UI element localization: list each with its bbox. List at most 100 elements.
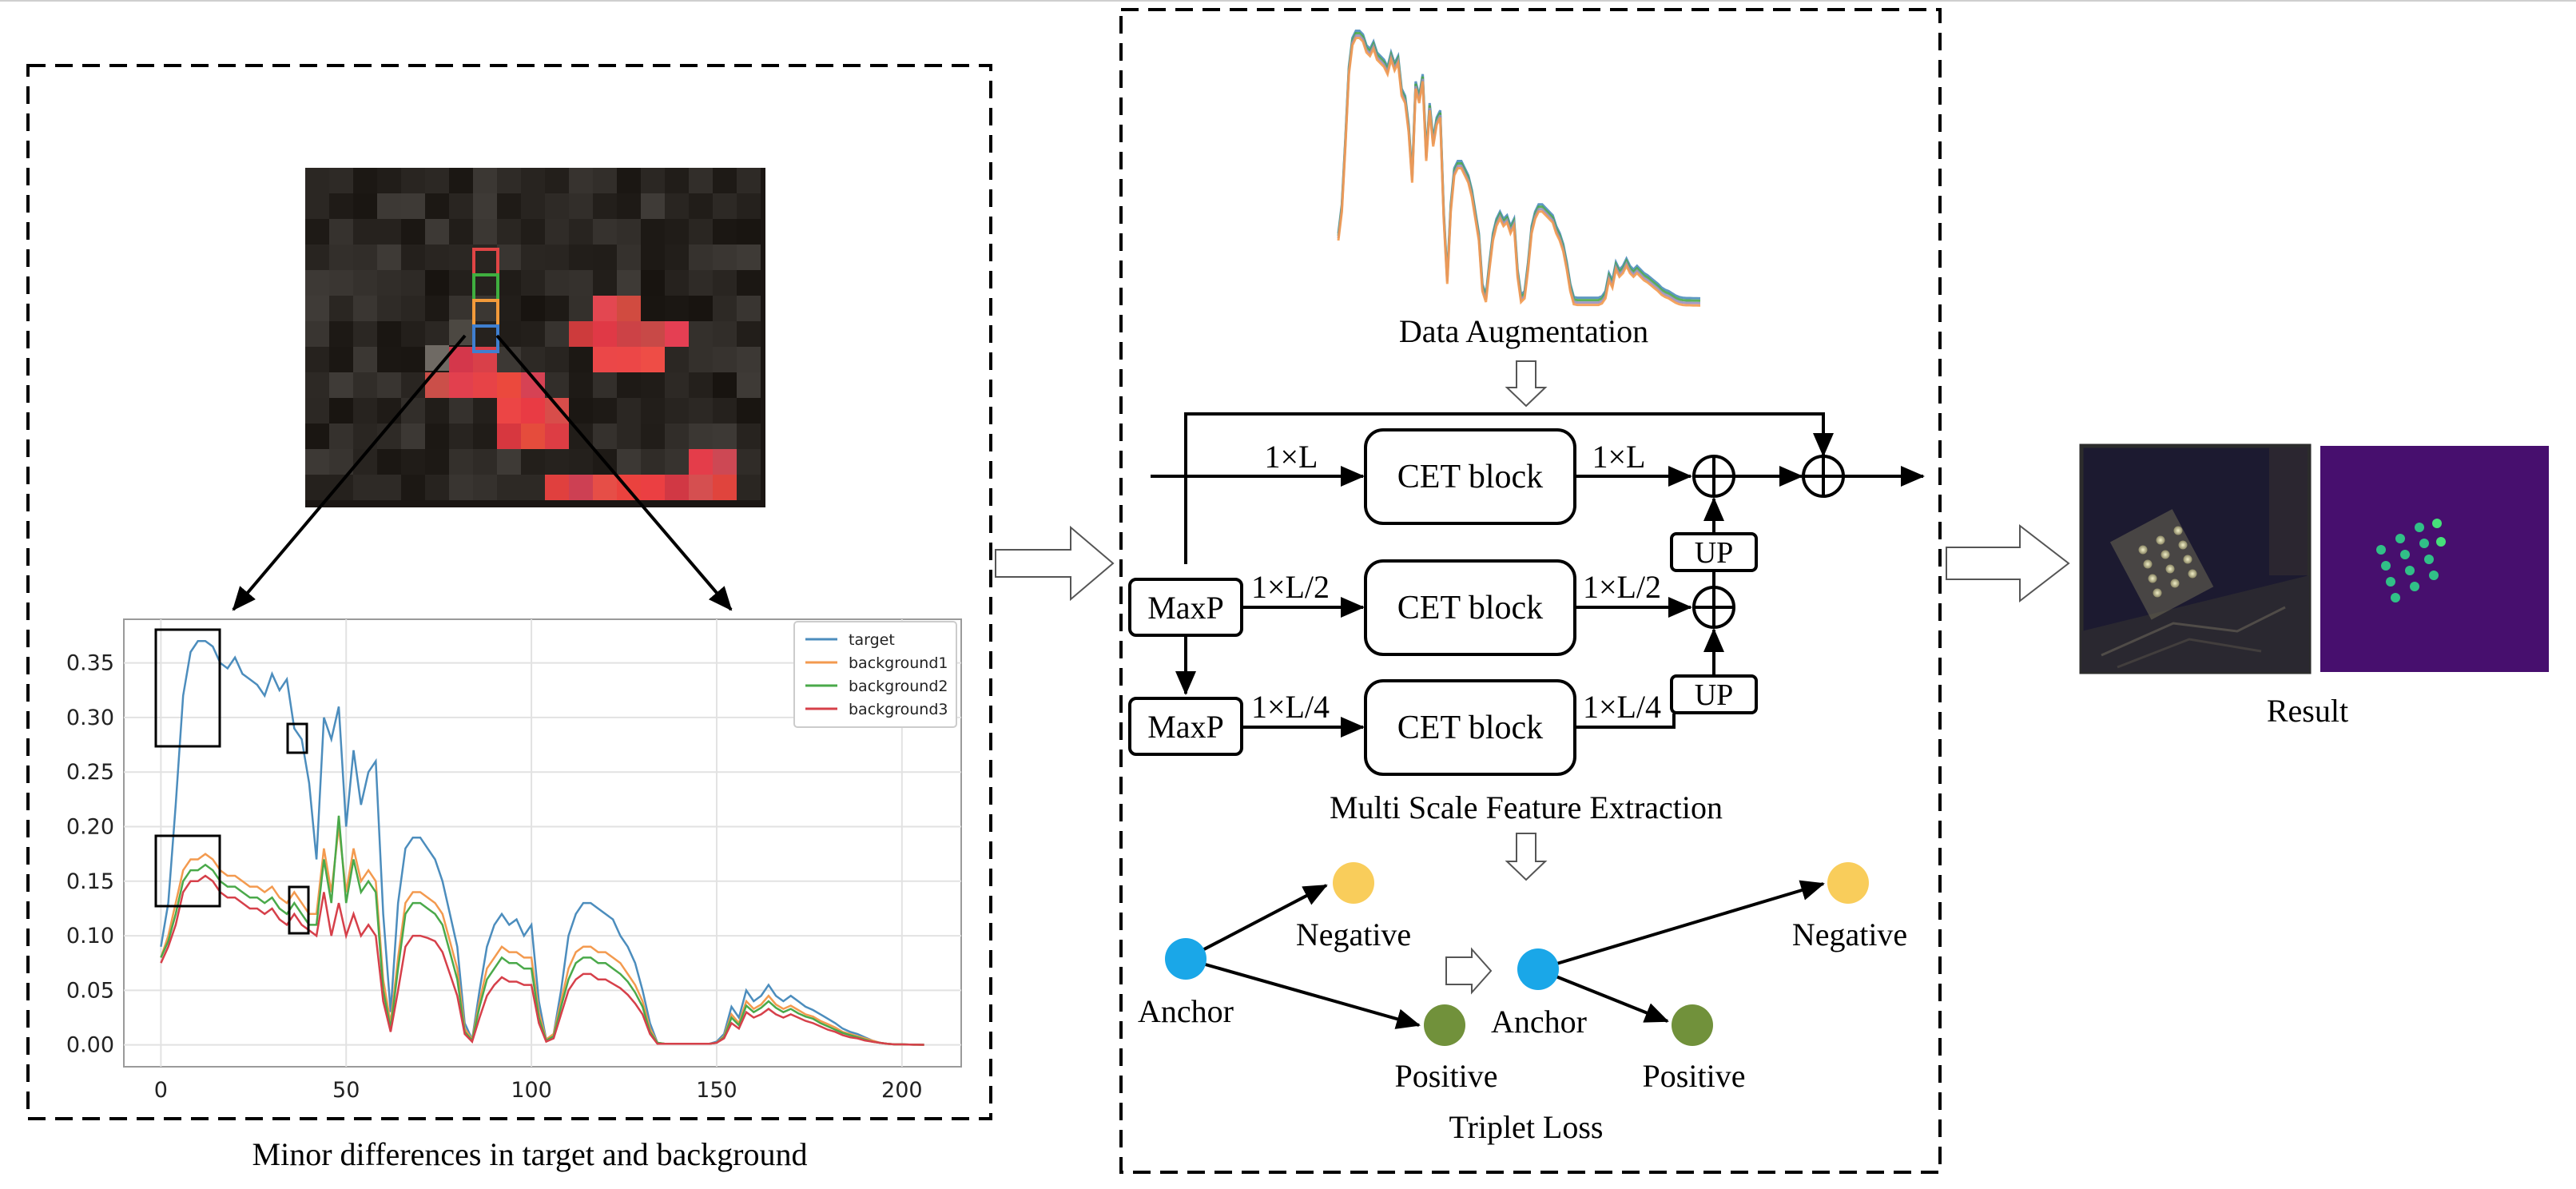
background-dip-highlight bbox=[288, 885, 310, 935]
led-dot bbox=[2138, 545, 2148, 555]
sum-node-1 bbox=[1692, 455, 1735, 498]
legend-label: background1 bbox=[849, 654, 948, 672]
target-peak-highlight bbox=[154, 628, 221, 748]
down-hollow-arrow-msfe bbox=[1505, 833, 1548, 881]
triplet-loss-label: Triplet Loss bbox=[1449, 1109, 1603, 1145]
target-dip-highlight bbox=[286, 722, 308, 754]
cet-3-output-line bbox=[1575, 714, 1676, 729]
led-dot bbox=[2183, 555, 2192, 564]
hollow-arrow-left-to-middle bbox=[995, 525, 1115, 602]
maxpool-box-2: MaxP bbox=[1128, 697, 1243, 756]
negative-label-after: Negative bbox=[1792, 917, 1907, 952]
positive-node-before bbox=[1424, 1004, 1465, 1046]
upsample-1-label: UP bbox=[1695, 536, 1734, 570]
msfe-label: Multi Scale Feature Extraction bbox=[1330, 789, 1723, 825]
result-detection-heatmap bbox=[2320, 446, 2549, 672]
y-tick-label: 0.30 bbox=[66, 706, 114, 730]
chart-legend: target background1 background2 background3 bbox=[793, 621, 957, 728]
detection-spot bbox=[2415, 523, 2424, 532]
dim-label-half-in: 1×L/2 bbox=[1251, 569, 1330, 605]
y-tick-label: 0.15 bbox=[66, 869, 114, 894]
legend-label: target bbox=[849, 631, 895, 649]
multi-scale-network: 1×L CET block 1×L UP bbox=[1128, 412, 1925, 776]
detection-spot bbox=[2391, 593, 2400, 602]
maxpool-box-1: MaxP bbox=[1128, 578, 1243, 637]
augmented-spectra-plot bbox=[1337, 30, 1701, 307]
anchor-label-before: Anchor bbox=[1138, 993, 1234, 1029]
dim-label-quarter-in: 1×L/4 bbox=[1251, 689, 1330, 725]
detection-spot bbox=[2386, 577, 2395, 587]
cet-block-3-label: CET block bbox=[1397, 710, 1543, 746]
anchor-label-after: Anchor bbox=[1491, 1004, 1587, 1040]
dim-label-half-out: 1×L/2 bbox=[1583, 569, 1661, 605]
led-dot bbox=[2173, 526, 2183, 535]
led-dot bbox=[2148, 574, 2157, 583]
maxpool-1-label: MaxP bbox=[1147, 590, 1224, 626]
x-tick-label: 50 bbox=[332, 1078, 360, 1103]
y-tick-label: 0.35 bbox=[66, 651, 114, 676]
x-tick-label: 150 bbox=[696, 1078, 737, 1103]
led-dot bbox=[2153, 588, 2162, 598]
hollow-arrow-middle-to-right bbox=[1946, 523, 2070, 603]
detection-spot bbox=[2381, 561, 2391, 571]
left-panel-frame bbox=[26, 64, 992, 1120]
upsample-box-1: UP bbox=[1670, 532, 1758, 572]
y-tick-label: 0.05 bbox=[66, 978, 114, 1003]
hyperspectral-image bbox=[305, 168, 765, 507]
maxpool-2-label: MaxP bbox=[1147, 709, 1224, 745]
cet-block-1: CET block bbox=[1364, 428, 1576, 525]
positive-label-before: Positive bbox=[1395, 1058, 1498, 1094]
detection-spot bbox=[2419, 539, 2429, 548]
led-dot bbox=[2143, 559, 2153, 569]
x-tick-label: 0 bbox=[154, 1078, 168, 1103]
middle-panel-frame bbox=[1119, 8, 1942, 1174]
detection-spot bbox=[2432, 519, 2442, 528]
background-peak-highlight bbox=[154, 834, 221, 908]
detection-spot bbox=[2400, 550, 2410, 559]
cet-block-1-label: CET block bbox=[1397, 459, 1543, 495]
led-dot bbox=[2156, 535, 2165, 545]
sum-node-2 bbox=[1692, 586, 1735, 629]
series-line-target bbox=[160, 640, 924, 1046]
legend-label: background3 bbox=[849, 701, 948, 718]
y-tick-label: 0.00 bbox=[66, 1033, 114, 1058]
y-tick-label: 0.10 bbox=[66, 924, 114, 948]
detection-spot bbox=[2424, 555, 2434, 564]
detection-spot bbox=[2376, 545, 2386, 555]
triplet-before: Anchor Negative Positive bbox=[1138, 862, 1497, 1094]
upsample-box-2: UP bbox=[1670, 674, 1758, 714]
pixel-to-chart-arrow-right bbox=[495, 334, 733, 611]
detection-spot bbox=[2405, 566, 2415, 575]
led-dot bbox=[2170, 579, 2180, 588]
legend-label: background2 bbox=[849, 678, 948, 695]
detection-spot bbox=[2429, 571, 2439, 580]
x-tick-label: 100 bbox=[511, 1078, 552, 1103]
augmented-spectrum-line bbox=[1337, 34, 1701, 304]
skip-connection-top bbox=[1184, 412, 1834, 564]
augmented-spectrum-line bbox=[1337, 37, 1701, 307]
negative-node-before bbox=[1333, 862, 1374, 904]
augmented-spectrum-line bbox=[1337, 30, 1701, 300]
result-rgb-scene bbox=[2079, 443, 2312, 674]
pixel-to-chart-arrow-left bbox=[232, 334, 467, 611]
cet-block-2: CET block bbox=[1364, 559, 1576, 656]
result-label: Result bbox=[2267, 693, 2348, 729]
augmented-spectrum-line bbox=[1337, 32, 1701, 302]
negative-node-after bbox=[1827, 862, 1869, 904]
dim-label-input: 1×L bbox=[1265, 439, 1318, 475]
positive-label-after: Positive bbox=[1643, 1058, 1746, 1094]
upsample-2-label: UP bbox=[1695, 678, 1734, 712]
anchor-node-before bbox=[1165, 938, 1207, 980]
y-tick-label: 0.20 bbox=[66, 815, 114, 840]
cet-block-3: CET block bbox=[1364, 679, 1576, 776]
led-dot bbox=[2161, 550, 2170, 559]
negative-label-before: Negative bbox=[1296, 917, 1411, 952]
positive-node-after bbox=[1672, 1004, 1713, 1046]
triplet-after: Anchor Negative Positive bbox=[1491, 862, 1907, 1094]
dim-label-cet1-out: 1×L bbox=[1592, 439, 1646, 475]
cet-block-2-label: CET block bbox=[1397, 590, 1543, 626]
left-panel-caption: Minor differences in target and backgrou… bbox=[252, 1136, 808, 1172]
sum-node-final bbox=[1802, 455, 1845, 498]
